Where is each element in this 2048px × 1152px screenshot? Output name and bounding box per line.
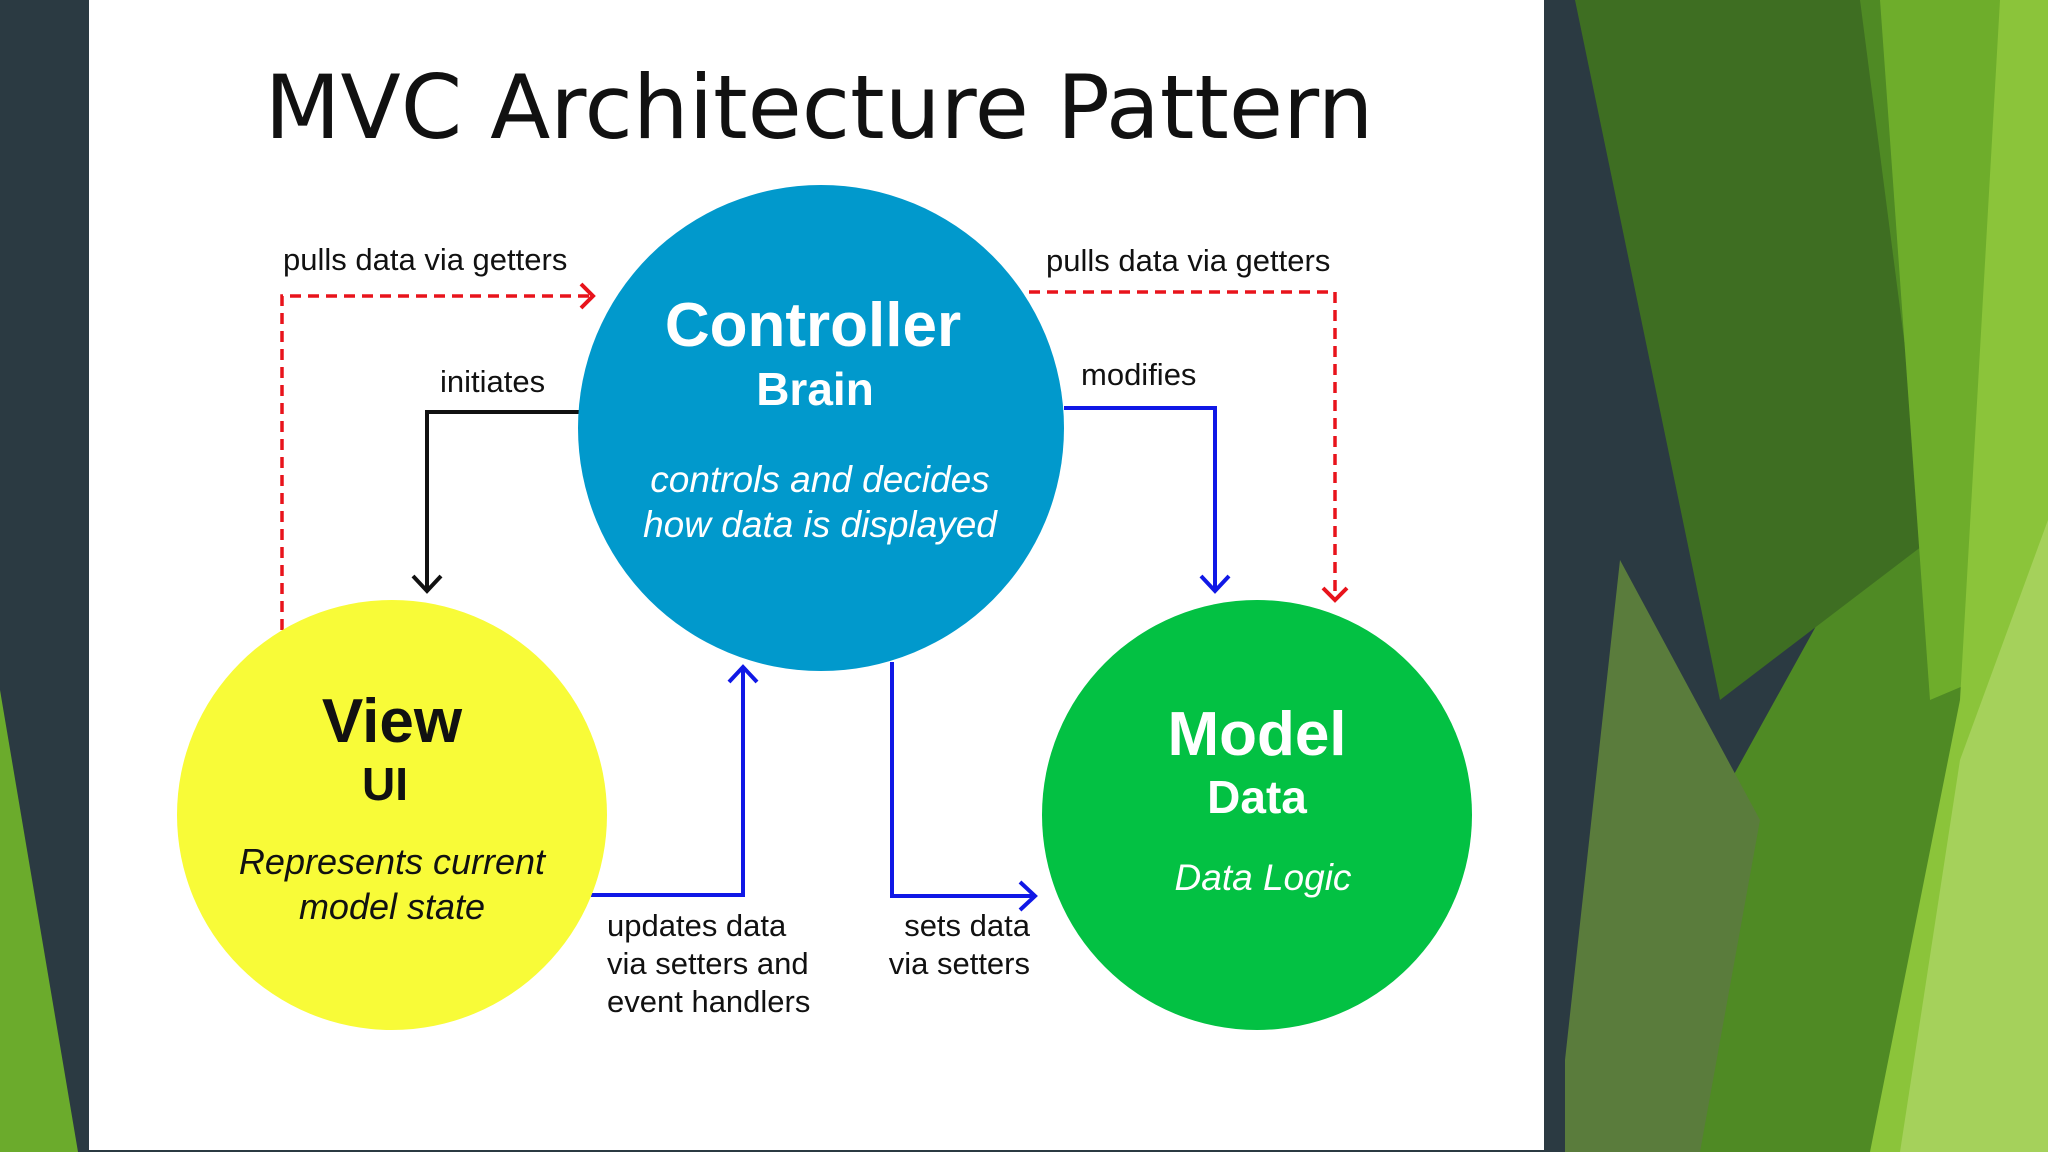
slide: MVC Architecture Pattern Controller Brai… (89, 0, 1544, 1150)
right-green-shard-pale (1900, 520, 2048, 1152)
sets-arrowhead (1018, 880, 1038, 912)
view-name: View (322, 687, 463, 756)
view-pulls-arrowhead (579, 282, 596, 310)
initiates-label: initiates (440, 364, 545, 399)
model-pulls-arrow (1029, 290, 1337, 598)
view-role: UI (362, 758, 408, 810)
mvc-diagram: MVC Architecture Pattern Controller Brai… (177, 56, 1472, 1030)
model-node (1042, 600, 1472, 1030)
page-title: MVC Architecture Pattern (265, 56, 1374, 159)
left-green-shard (0, 690, 78, 1152)
view-desc-line2: model state (299, 886, 485, 927)
controller-desc-line2: how data is displayed (643, 504, 998, 545)
controller-node (578, 185, 1064, 671)
right-green-shard-dark (1575, 0, 1930, 700)
model-pulls-arrowhead (1321, 586, 1349, 603)
updates-label-line2: via setters and (607, 946, 809, 981)
view-pulls-arrow (280, 294, 589, 630)
view-desc-line1: Represents current (239, 841, 547, 882)
view-pulls-label: pulls data via getters (283, 242, 567, 277)
updates-arrowhead (727, 664, 759, 684)
model-role: Data (1207, 771, 1307, 823)
modifies-label: modifies (1081, 357, 1196, 392)
view-node (177, 600, 607, 1030)
controller-name: Controller (665, 291, 961, 360)
modifies-arrow (1064, 406, 1217, 590)
sets-arrow (890, 662, 1034, 898)
modifies-arrowhead (1199, 574, 1231, 594)
initiates-arrowhead (411, 574, 443, 594)
model-desc: Data Logic (1175, 857, 1352, 898)
initiates-arrow (425, 410, 579, 590)
controller-role: Brain (756, 363, 874, 415)
sets-label-line1: sets data (904, 908, 1031, 943)
updates-label-line1: updates data (607, 908, 787, 943)
updates-label-line3: event handlers (607, 984, 810, 1019)
model-pulls-label: pulls data via getters (1046, 243, 1330, 278)
controller-desc-line1: controls and decides (650, 459, 989, 500)
sets-label-line2: via setters (889, 946, 1030, 981)
updates-arrow (591, 668, 745, 897)
model-name: Model (1167, 700, 1346, 769)
right-green-shard-muted (1565, 560, 1760, 1152)
